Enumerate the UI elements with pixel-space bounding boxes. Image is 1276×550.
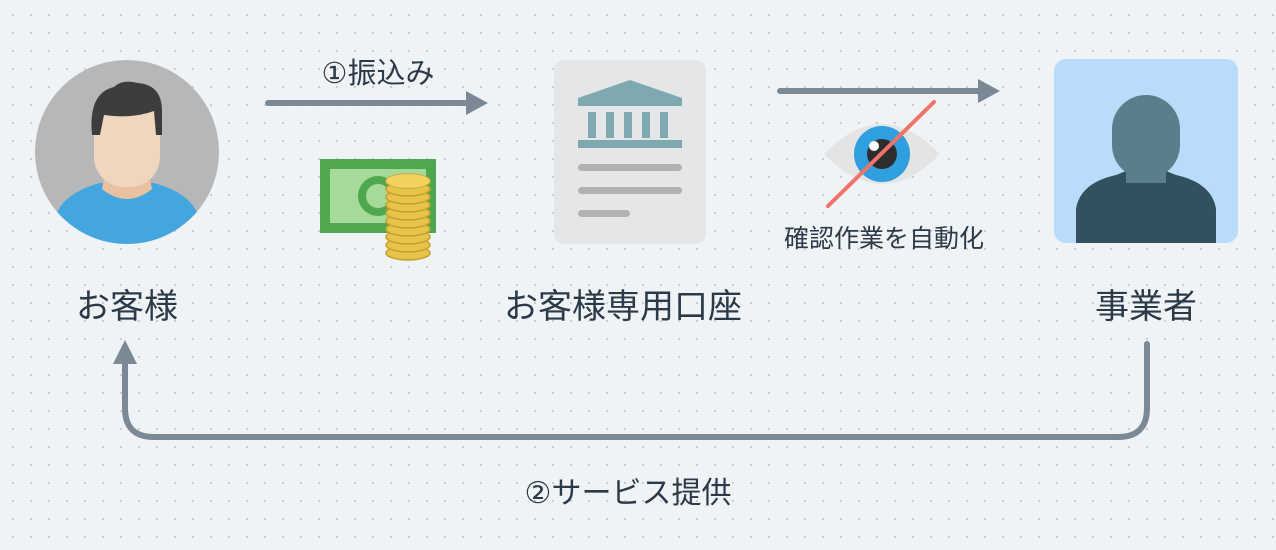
- customer-avatar-icon: [35, 60, 219, 244]
- customer-label: お客様: [76, 287, 178, 327]
- money-coins-icon: [320, 159, 436, 261]
- account-label: お客様専用口座: [504, 287, 742, 327]
- automation-label: 確認作業を自動化: [783, 224, 984, 253]
- eye-crossed-icon: [824, 100, 940, 208]
- transfer-label: ①振込み: [321, 56, 435, 90]
- business-label: 事業者: [1095, 287, 1197, 327]
- arrow-transfer: [265, 91, 488, 115]
- service-label: ②サービス提供: [524, 476, 732, 511]
- arrow-to-business: [777, 79, 1000, 103]
- business-person-icon: [1054, 59, 1238, 243]
- arrow-service-return: [113, 340, 1150, 440]
- bank-document-icon: [554, 60, 706, 244]
